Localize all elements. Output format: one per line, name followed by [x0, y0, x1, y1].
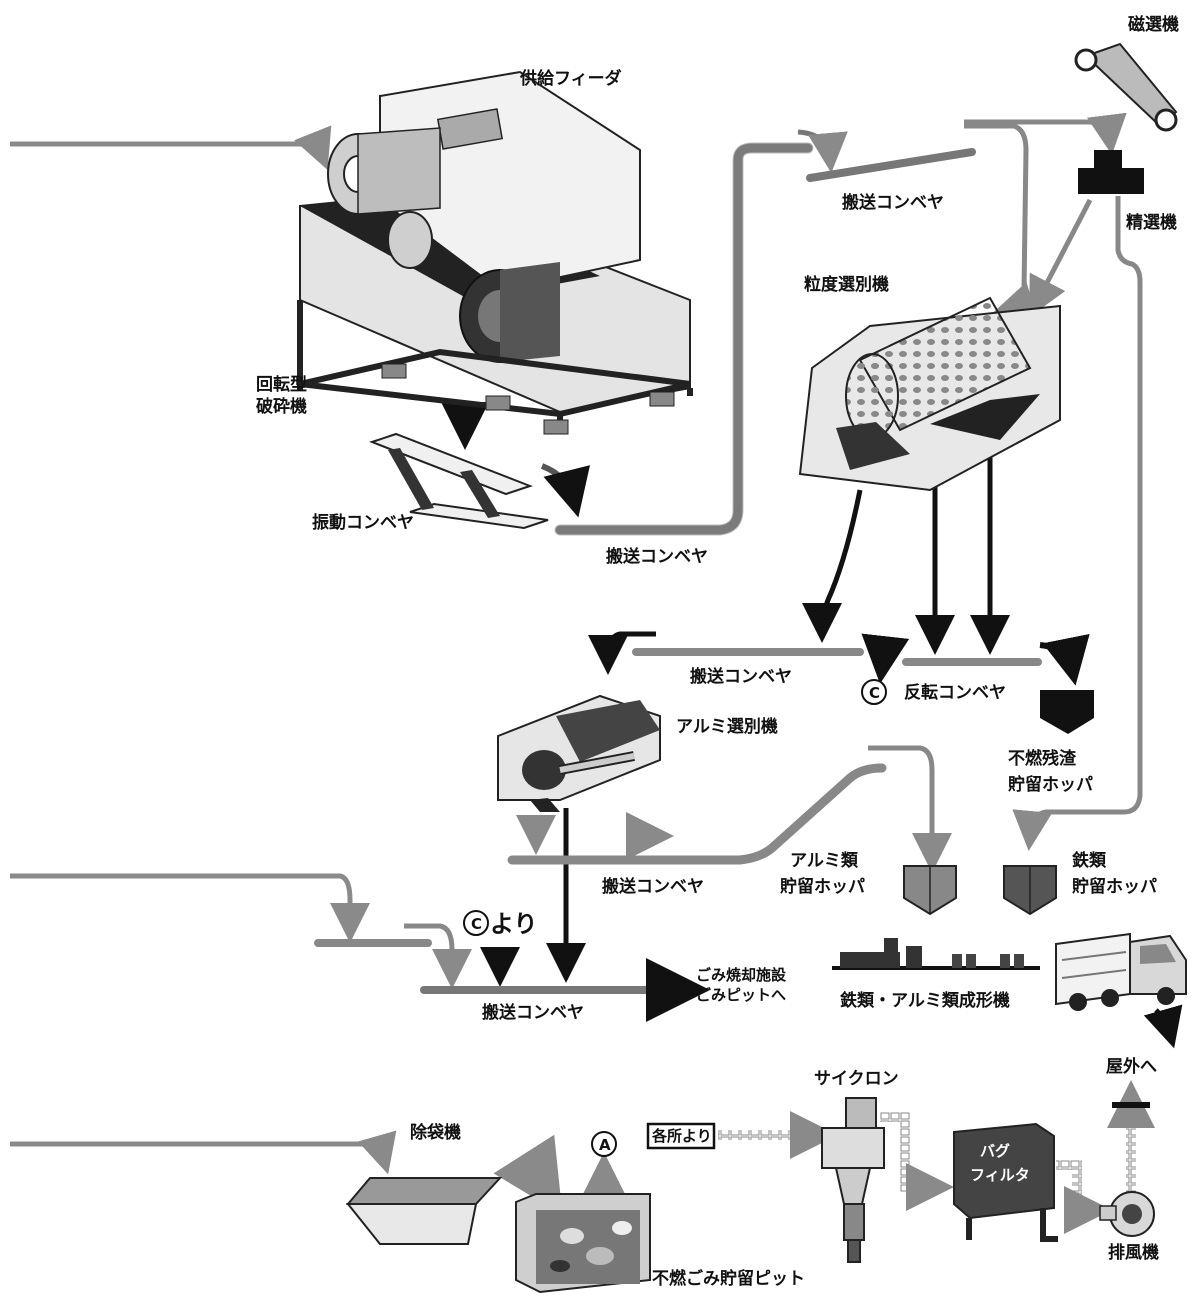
conveyor-to-aluminum-label: 搬送コンベヤ	[690, 666, 792, 687]
aluminum-hopper	[903, 865, 957, 916]
bag-filter-label-line2: フィルタ	[970, 1166, 1030, 1184]
size-separator-label: 粒度選別機	[804, 274, 889, 295]
bag-filter-icon	[953, 1122, 1058, 1242]
labels: 供給フィーダ 磁選機 精選機 搬送コンベヤ 粒度選別機 回転型 破砕機 振動コン…	[256, 14, 1179, 1289]
from-various-label: 各所より	[651, 1127, 712, 1145]
from-c-label: より	[490, 910, 538, 938]
fine-separator-icon	[1078, 150, 1144, 194]
conveyor-lower-label: 搬送コンベヤ	[602, 876, 704, 897]
cyclone-label: サイクロン	[814, 1069, 899, 1089]
cyclone-icon	[821, 1097, 885, 1263]
vibrating-conveyor-icon	[369, 432, 549, 530]
flow-lines	[10, 112, 1183, 1234]
aluminum-separator-label: アルミ選別機	[676, 716, 778, 737]
iron-hopper-label-line1: 鉄類	[1072, 850, 1107, 871]
bottom-conveyor-label: 搬送コンベヤ	[482, 1002, 584, 1023]
rotary-crusher-icon	[297, 70, 693, 435]
iron-hopper	[1003, 865, 1057, 916]
bag-opener-icon	[345, 1177, 503, 1245]
magnetic-separator-icon	[1074, 42, 1178, 132]
pit-label: 不燃ごみ貯留ピット	[652, 1268, 805, 1289]
residue-hopper-label-line2: 貯留ホッパ	[1008, 774, 1093, 795]
exhaust-fan-label: 排風機	[1108, 1242, 1159, 1263]
bag-opener-label: 除袋機	[410, 1122, 461, 1143]
magnetic-separator-label: 磁選機	[1128, 14, 1179, 35]
circle-a-marker	[591, 1131, 617, 1157]
compactor-icon	[832, 938, 1040, 970]
rotary-crusher-label-line2: 破砕機	[256, 396, 307, 417]
hopper-icon	[1040, 690, 1094, 734]
bag-filter-label-line1: バグ	[980, 1142, 1010, 1160]
circle-c-from-text: C	[471, 915, 482, 933]
iron-hopper-label-line2: 貯留ホッパ	[1072, 876, 1157, 897]
to-incineration-label-line1: ごみ焼却施設	[696, 966, 787, 984]
aluminum-hopper-label-line2: 貯留ホッパ	[780, 876, 865, 897]
to-outdoor-label: 屋外へ	[1106, 1056, 1157, 1077]
aluminum-separator-icon	[497, 694, 661, 812]
to-incineration-label-line2: ごみピットへ	[696, 986, 786, 1004]
rotary-crusher-label-line1: 回転型	[256, 374, 307, 395]
exhaust-fan-icon	[1099, 1191, 1155, 1237]
aluminum-hopper-label-line1: アルミ類	[790, 851, 859, 871]
from-various-box	[646, 1122, 716, 1150]
fine-separator-label: 精選機	[1126, 212, 1177, 233]
feeder-label: 供給フィーダ	[519, 68, 622, 89]
circle-a-text: A	[599, 1136, 611, 1154]
compactor-label: 鉄類・アルミ類成形機	[840, 990, 1010, 1011]
truck-icon	[1055, 932, 1187, 1011]
circle-c-marker	[861, 679, 887, 705]
conveyor-middle-label: 搬送コンベヤ	[606, 546, 708, 567]
circle-c-text: C	[869, 684, 880, 702]
trommel-screen-icon	[798, 296, 1061, 492]
pit-icon	[515, 1193, 651, 1294]
conveyor-top-right-label: 搬送コンベヤ	[842, 192, 944, 213]
vibrating-conveyor-label: 振動コンベヤ	[312, 512, 414, 533]
circle-c-from-marker	[463, 910, 489, 936]
residue-hopper-label-line1: 不燃残渣	[1008, 748, 1077, 769]
reversing-conveyor-label: 反転コンベヤ	[904, 682, 1006, 703]
